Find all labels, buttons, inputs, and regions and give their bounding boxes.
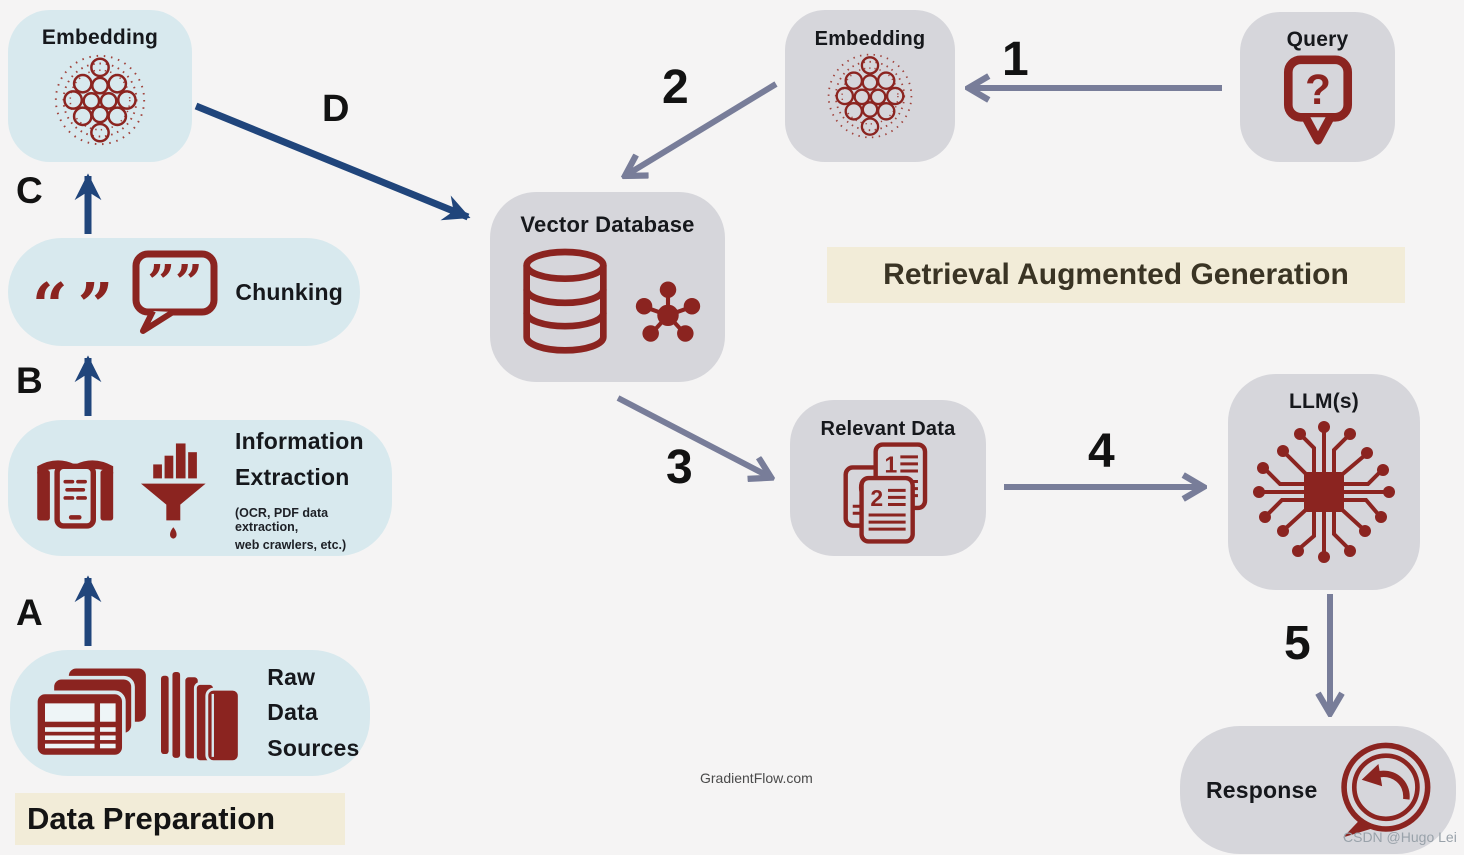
node-raw-data-sources: Raw Data Sources [10, 650, 370, 776]
step-label-2: 2 [662, 61, 689, 114]
rag-banner: Retrieval Augmented Generation [827, 247, 1405, 303]
arrow-2 [628, 81, 778, 174]
chip-icon [1253, 421, 1395, 563]
node-vector-database-label: Vector Database [520, 212, 695, 237]
step-label-b: B [16, 360, 43, 401]
step-label-4: 4 [1088, 425, 1115, 478]
raw-data-line2: Sources [267, 734, 360, 761]
step-label-a: A [16, 592, 43, 633]
rag-title: Retrieval Augmented Generation [883, 258, 1349, 291]
neural-network-icon [827, 53, 913, 139]
node-query: Query ? [1240, 12, 1395, 162]
step-label-d: D [322, 88, 350, 130]
data-preparation-banner: Data Preparation [15, 793, 345, 845]
svg-text:?: ? [1305, 66, 1331, 113]
info-extraction-line2: Extraction [235, 464, 350, 490]
newspapers-icon [34, 664, 150, 759]
numbered-documents-icon: 0 1 2 [843, 442, 928, 544]
quotes-speech-bubble-icon: ”” [132, 250, 218, 334]
step-label-1: 1 [1002, 33, 1029, 86]
cluster-icon [635, 281, 700, 342]
node-chunking-label: Chunking [235, 278, 343, 305]
svg-text:1: 1 [884, 452, 897, 478]
book-scan-icon [37, 460, 114, 529]
node-response-label: Response [1206, 776, 1318, 803]
database-cylinder-icon [522, 248, 607, 354]
svg-text:2: 2 [870, 485, 883, 511]
question-bubble-icon: ? [1283, 55, 1352, 145]
funnel-filter-icon [141, 443, 207, 539]
arrow-3 [616, 395, 768, 476]
svg-text:””: ”” [148, 255, 203, 311]
vector-db-icons [515, 244, 701, 360]
csdn-watermark: CSDN @Hugo Lei [1343, 829, 1457, 845]
node-relevant-data: Relevant Data 0 1 2 [790, 400, 986, 556]
node-llm: LLM(s) [1228, 374, 1420, 590]
node-llm-label: LLM(s) [1288, 390, 1359, 413]
node-embedding-left: Embedding [8, 10, 192, 162]
node-chunking: “ ” ”” Chunking [8, 238, 360, 346]
node-query-label: Query [1286, 28, 1349, 51]
step-label-c: C [16, 170, 43, 211]
node-information-extraction: Information Extraction (OCR, PDF data ex… [8, 420, 392, 556]
raw-data-text: Raw Data Sources [267, 660, 370, 767]
node-embedding-top: Embedding [785, 10, 955, 162]
node-embedding-left-label: Embedding [41, 26, 159, 49]
books-icon [161, 671, 241, 764]
node-relevant-data-label: Relevant Data [820, 418, 956, 440]
gradientflow-watermark: GradientFlow.com [700, 770, 813, 786]
node-embedding-top-label: Embedding [814, 28, 926, 50]
step-label-3: 3 [666, 441, 693, 494]
info-extraction-sub2: web crawlers, etc.) [235, 537, 347, 552]
node-vector-database: Vector Database [490, 192, 725, 382]
reply-bubble-icon [1340, 742, 1430, 838]
info-extraction-sub1: (OCR, PDF data extraction, [235, 505, 329, 534]
step-label-5: 5 [1284, 617, 1311, 670]
arrow-d [194, 102, 471, 221]
info-extraction-line1: Information [235, 428, 364, 455]
node-response: Response [1180, 726, 1456, 854]
data-preparation-title: Data Preparation [27, 801, 276, 836]
raw-data-line1: Raw Data [267, 663, 318, 726]
info-extraction-text: Information Extraction (OCR, PDF data ex… [235, 424, 392, 551]
neural-network-icon [54, 54, 146, 146]
